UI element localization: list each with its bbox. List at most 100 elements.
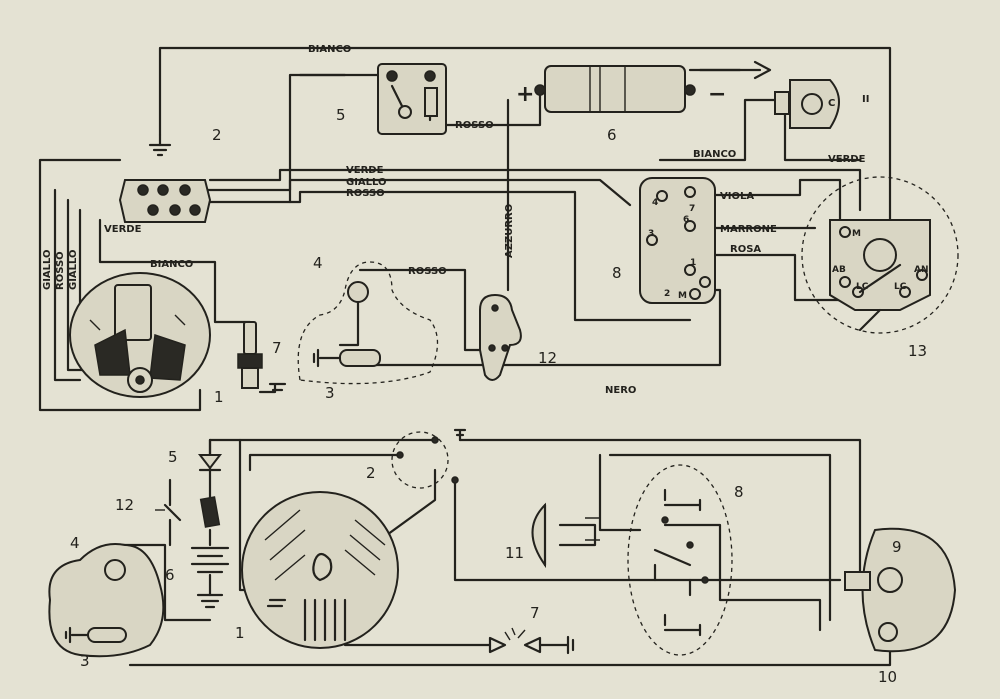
voltage-regulator (298, 63, 447, 135)
wire-label-nero: NERO (605, 385, 636, 396)
switch-term-3: 3 (648, 229, 654, 239)
switch-term-m: M (678, 291, 687, 301)
pictorial-diagram: + − C II (38, 44, 959, 412)
headlamp-term-lc-left: LC (856, 282, 869, 292)
ref-number-11-bottom: 11 (505, 544, 524, 562)
ref-number-10-bottom: 10 (878, 668, 897, 686)
ref-number-7-top: 7 (272, 339, 282, 357)
ref-number-6-bottom: 6 (165, 566, 175, 584)
sch-wire-lamp (113, 543, 212, 622)
schematic-diagram: 5 12 4 6 3 1 2 11 7 8 9 10 (48, 428, 957, 686)
sch-wire-headlamp (663, 523, 822, 632)
light-switch-unit: 4 7 6 3 1 2 M (639, 177, 716, 304)
wire-viola (698, 178, 842, 232)
wire-bianco-hv (98, 218, 252, 324)
ref-number-12-top: 12 (538, 349, 557, 367)
sch-ground-top (453, 428, 467, 442)
wire-rosso-low (198, 190, 692, 322)
wire-label-verde-left: VERDE (104, 224, 142, 235)
sch-switch-outline (627, 464, 733, 656)
ref-number-1-bottom: 1 (235, 624, 245, 642)
sch-wire-horn (558, 523, 597, 547)
headlamp-term-ab: AB (832, 265, 846, 275)
ref-number-13-top: 13 (908, 342, 927, 360)
sch-junction-node-1 (431, 436, 439, 444)
ref-number-5-bottom: 5 (168, 448, 178, 466)
horn: C II (774, 79, 869, 129)
wire-verde (208, 168, 862, 212)
ref-number-9-bottom: 9 (892, 538, 902, 556)
magneto-stator (69, 272, 211, 398)
horn-label-ii: II (862, 94, 869, 105)
sch-switch-contacts (653, 488, 709, 637)
sch-wire-switch (598, 453, 642, 532)
battery: + − (516, 60, 772, 113)
battery-plus-label: + (516, 82, 534, 107)
tail-lamp-assembly (297, 261, 439, 385)
wire-rosa (698, 253, 847, 302)
ref-number-2-top: 2 (212, 126, 222, 144)
wire-giallo (198, 178, 632, 207)
headlamp-term-lc-right: LC (894, 282, 907, 292)
ref-number-3-bottom: 3 (80, 652, 90, 670)
sch-wire-upper (608, 453, 832, 622)
sch-tail-lamp (48, 543, 165, 658)
ref-number-12-bottom: 12 (115, 496, 134, 514)
wire-rosso-lamp (358, 268, 492, 352)
spark-plug (237, 321, 287, 394)
ref-number-2-bottom: 2 (366, 464, 376, 482)
wire-giallo-left (53, 188, 82, 382)
sch-regulator-coil (199, 496, 221, 528)
wire-label-rosa: ROSA (730, 244, 761, 255)
switch-term-4: 4 (652, 198, 658, 208)
sch-wire-regulator (378, 468, 437, 542)
sch-diode (197, 438, 223, 472)
ref-number-3-top: 3 (325, 384, 335, 402)
wire-label-bianco-hv: BIANCO (150, 259, 193, 270)
sch-wire-loop-right (453, 478, 842, 582)
horn-label-c: C (828, 98, 835, 109)
battery-minus-label: − (708, 82, 726, 107)
wire-label-bianco-top: BIANCO (308, 44, 351, 55)
sch-wire-mid (248, 453, 402, 472)
switch-term-1: 1 (690, 258, 696, 268)
junction-box (118, 179, 212, 223)
wire-label-rosso-left: ROSSO (55, 251, 66, 290)
sch-battery (190, 528, 230, 609)
ref-number-1-top: 1 (214, 388, 224, 406)
ref-number-5-top: 5 (336, 106, 346, 124)
wire-label-azzurro: AZZURRO (504, 204, 515, 258)
ref-number-4-bottom: 4 (70, 534, 80, 552)
switch-term-6: 6 (683, 215, 689, 225)
wire-label-rosso-regulator: ROSSO (455, 120, 494, 131)
wire-label-giallo: GIALLO (346, 177, 387, 188)
tail-lamp-outline (297, 261, 439, 385)
ref-number-6-top: 6 (607, 126, 617, 144)
wire-horn-verde (783, 108, 862, 162)
sch-junction-outline (391, 431, 449, 489)
switch-term-2: 2 (664, 289, 670, 299)
sch-magneto (241, 491, 399, 649)
wire-label-bianco-switch: BIANCO (693, 149, 736, 160)
headlamp-term-m: M (852, 229, 861, 239)
wire-label-verde-horn: VERDE (828, 154, 866, 165)
wire-bianco-top (158, 46, 892, 232)
ref-number-7-bottom: 7 (530, 604, 540, 622)
wire-label-giallo-left: GIALLO (42, 249, 53, 290)
sch-spark-gap (488, 627, 575, 655)
wire-bianco-switch (658, 98, 782, 162)
sch-junction-node-2 (396, 451, 404, 459)
sch-junction-node-3 (451, 476, 459, 484)
ref-number-8-bottom: 8 (734, 483, 744, 501)
wire-label-viola: VIOLA (720, 191, 754, 202)
headlamp-term-an: AN (914, 265, 929, 275)
sch-wire-ground-right (458, 438, 862, 582)
wire-label-verde: VERDE (346, 165, 384, 176)
sch-horn (531, 502, 600, 569)
wire-label-marrone: MARRONE (720, 224, 777, 235)
wire-rosso-regulator (438, 90, 542, 127)
wire-main-left (288, 73, 382, 204)
wire-label-rosso: ROSSO (346, 188, 385, 199)
stop-light-switch (479, 293, 522, 381)
